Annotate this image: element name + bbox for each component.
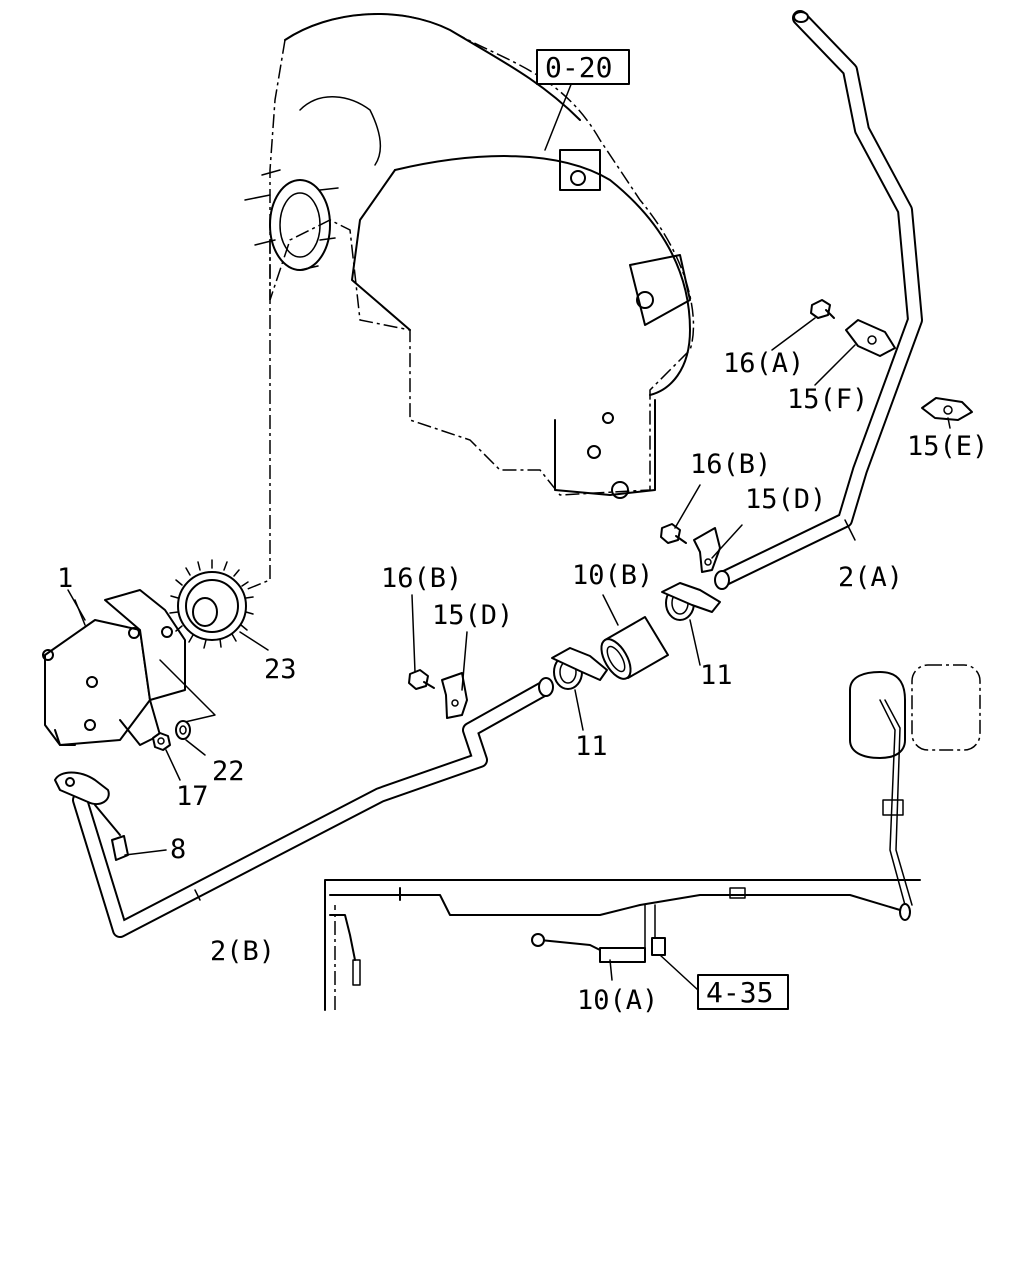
callout-10a: 10(A) [577, 985, 658, 1016]
tank-inset [324, 664, 981, 1011]
callout-labels: 1 2(A) 2(B) 8 10(A) 10(B) 11 11 15(D) 15… [57, 348, 988, 1016]
ref-box-0-20: 0-20 [536, 49, 630, 85]
ref-leader-0-20 [544, 81, 573, 151]
bolt-16b-lower [408, 669, 435, 690]
oil-pump [42, 589, 216, 746]
leader-lines [67, 317, 951, 981]
callout-2b: 2(B) [210, 936, 275, 967]
callout-23: 23 [264, 654, 297, 685]
callout-22: 22 [212, 756, 245, 787]
clip-15f [845, 319, 896, 357]
nut-17 [152, 732, 171, 751]
clamp-11-upper [661, 582, 721, 621]
callout-11-upper: 11 [700, 660, 733, 691]
callout-2a: 2(A) [838, 562, 903, 593]
washer-22 [175, 720, 191, 740]
callout-16b-upper: 16(B) [690, 449, 771, 480]
pump-outlet-flange [54, 771, 110, 806]
clamp-11-lower [551, 647, 608, 690]
callout-15f: 15(F) [787, 384, 868, 415]
hose-10b [600, 616, 669, 680]
drive-gear [169, 559, 254, 649]
engine-timing-cover [244, 12, 695, 499]
callout-15e: 15(E) [907, 431, 988, 462]
pipe-2b [72, 677, 554, 938]
callout-15d-upper: 15(D) [745, 484, 826, 515]
callout-17: 17 [176, 781, 209, 812]
ref-4-35-label: 4-35 [706, 976, 773, 1009]
clip-15d-lower [441, 672, 468, 719]
callout-1: 1 [57, 563, 73, 594]
ref-leader-4-35 [659, 954, 699, 991]
callout-15d-lower: 15(D) [432, 600, 513, 631]
fitting-8 [94, 804, 129, 861]
callout-10b: 10(B) [572, 560, 653, 591]
clip-15e [921, 397, 973, 421]
ref-0-20-label: 0-20 [545, 51, 612, 84]
ref-box-4-35: 4-35 [697, 974, 789, 1010]
callout-8: 8 [170, 834, 186, 865]
pipe-2a [714, 10, 923, 590]
assembly-centerline [244, 240, 271, 591]
callout-16b-lower: 16(B) [381, 563, 462, 594]
callout-16a: 16(A) [723, 348, 804, 379]
callout-11-lower: 11 [575, 731, 608, 762]
clip-15d-upper [693, 527, 721, 573]
bolt-16a [810, 299, 835, 319]
bolt-16b-upper [660, 523, 687, 544]
